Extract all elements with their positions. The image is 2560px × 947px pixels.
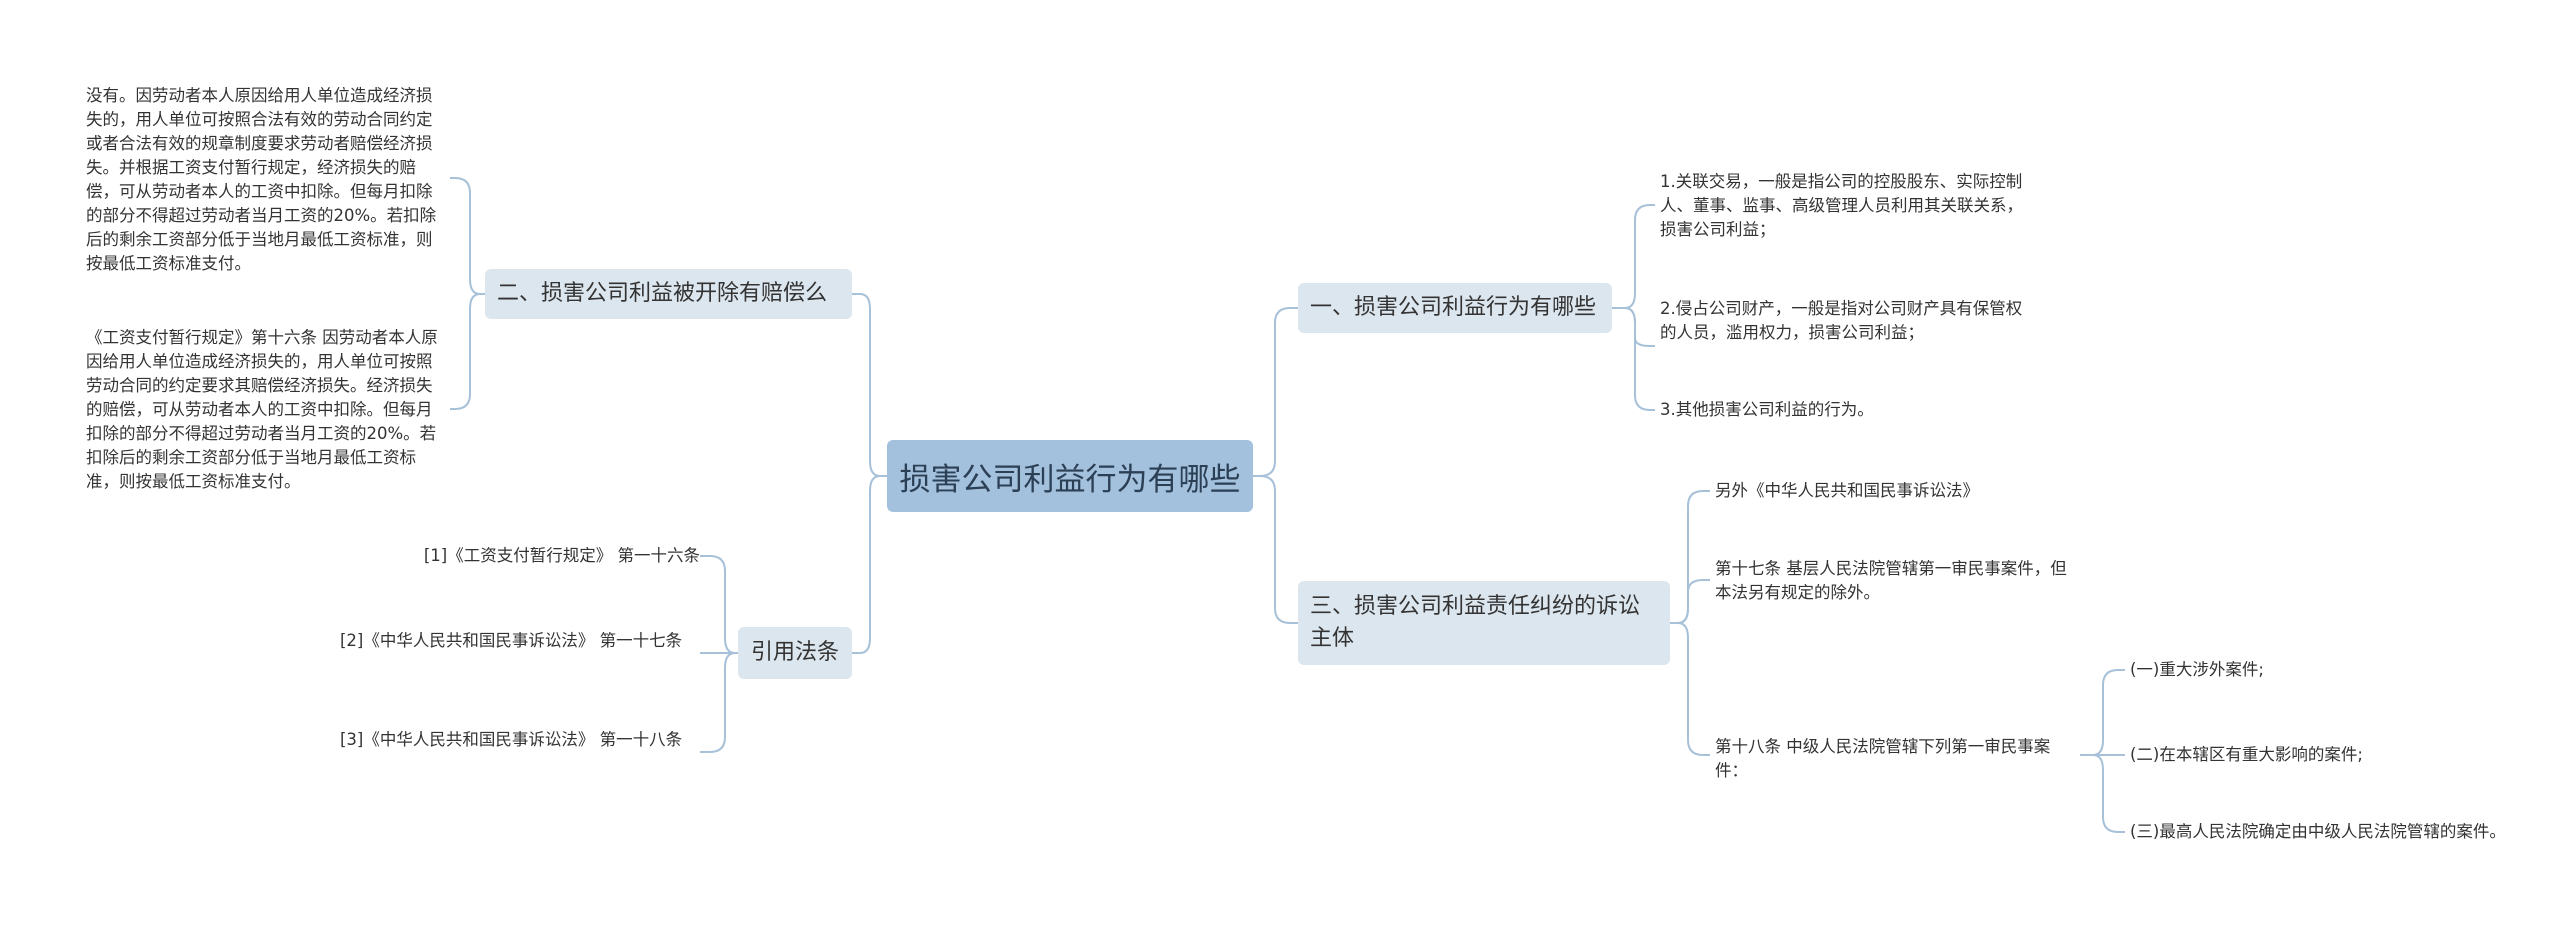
- branch-3-subitem-3: (三)最高人民法院确定由中级人民法院管辖的案件。: [2130, 822, 2506, 841]
- branch-3-item-2: 第十七条 基层人民法院管辖第一审民事案件，但本法另有规定的除外。: [1715, 559, 2067, 602]
- branch-3-item-3: 第十八条 中级人民法院管辖下列第一审民事案件：: [1715, 737, 2051, 780]
- link-root-b3: [1253, 475, 1298, 624]
- branch-3-subitem-1: (一)重大涉外案件;: [2130, 660, 2264, 679]
- root-topic[interactable]: 损害公司利益行为有哪些: [887, 440, 1253, 512]
- branch-1-item-2: 2.侵占公司财产，一般是指对公司财产具有保管权的人员，滥用权力，损害公司利益；: [1660, 299, 2023, 342]
- link-b2-1: [450, 177, 485, 295]
- branch-3-topic[interactable]: 三、损害公司利益责任纠纷的诉讼主体: [1298, 581, 1670, 665]
- link-b3-3-3: [2080, 754, 2125, 833]
- branch-4-item-1: [1]《工资支付暂行规定》 第一十六条: [423, 546, 700, 565]
- link-b2-2: [450, 293, 485, 410]
- branch-3-subitem-2: (二)在本辖区有重大影响的案件;: [2130, 745, 2363, 764]
- link-root-b2: [852, 293, 887, 477]
- branch-2-topic[interactable]: 二、损害公司利益被开除有赔偿么: [485, 269, 852, 319]
- link-b3-3: [1670, 622, 1710, 756]
- branch-1-topic[interactable]: 一、损害公司利益行为有哪些: [1298, 283, 1612, 333]
- link-b3-3-1: [2080, 669, 2125, 756]
- branch-3-item-1: 另外《中华人民共和国民事诉讼法》: [1715, 481, 1979, 500]
- branch-1-item-3: 3.其他损害公司利益的行为。: [1660, 400, 1874, 419]
- branch-2-item-1: 没有。因劳动者本人原因给用人单位造成经济损失的，用人单位可按照合法有效的劳动合同…: [86, 86, 437, 273]
- link-root-b1: [1253, 307, 1298, 477]
- link-b1-3: [1612, 307, 1655, 411]
- branch-2-item-2: 《工资支付暂行规定》第十六条 因劳动者本人原因给用人单位造成经济损失的，用人单位…: [86, 328, 438, 491]
- link-b3-2: [1670, 579, 1710, 624]
- branch-1-item-1: 1.关联交易，一般是指公司的控股股东、实际控制人、董事、监事、高级管理人员利用其…: [1660, 172, 2023, 239]
- link-b3-1: [1670, 490, 1710, 624]
- branch-4-topic[interactable]: 引用法条: [738, 627, 852, 679]
- link-b1-1: [1612, 204, 1655, 309]
- link-root-b4: [852, 475, 887, 654]
- branch-4-item-2: [2]《中华人民共和国民事诉讼法》 第一十七条: [340, 631, 683, 650]
- link-b4-3: [700, 652, 738, 753]
- link-b4-1: [700, 555, 738, 654]
- branch-4-item-3: [3]《中华人民共和国民事诉讼法》 第一十八条: [340, 730, 683, 749]
